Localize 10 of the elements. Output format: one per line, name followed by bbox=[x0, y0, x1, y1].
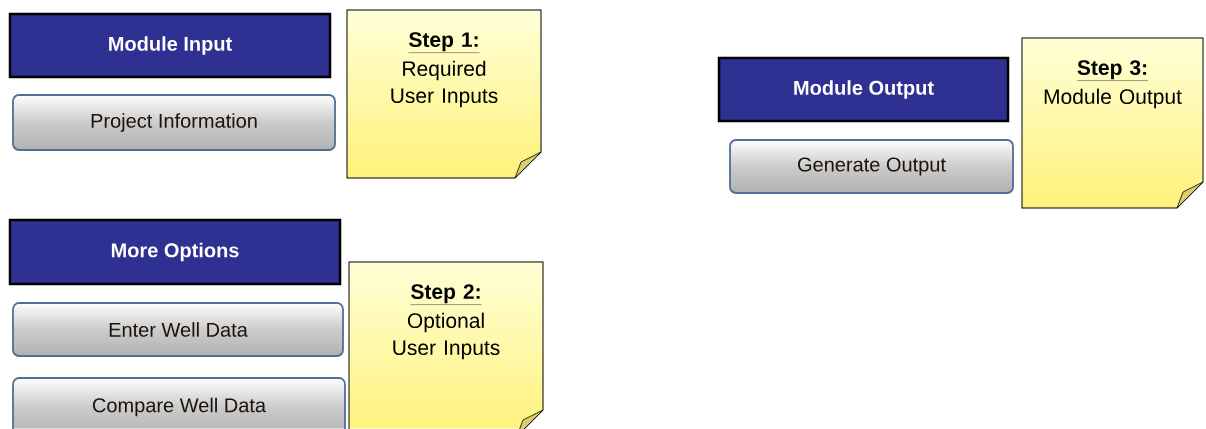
sticky-note: Step 1: Required User Inputs bbox=[346, 9, 542, 179]
sticky-note: Step 2: Optional User Inputs bbox=[348, 261, 544, 429]
button: Project Information bbox=[12, 94, 336, 151]
button: Generate Output bbox=[729, 139, 1014, 194]
header-bar: Module Output bbox=[717, 56, 1010, 123]
sticky-note: Step 3: Module Output bbox=[1021, 37, 1204, 209]
button: Compare Well Data bbox=[12, 377, 346, 429]
header-bar: More Options bbox=[8, 218, 342, 286]
header-bar: Module Input bbox=[8, 12, 332, 79]
button: Enter Well Data bbox=[12, 302, 344, 357]
